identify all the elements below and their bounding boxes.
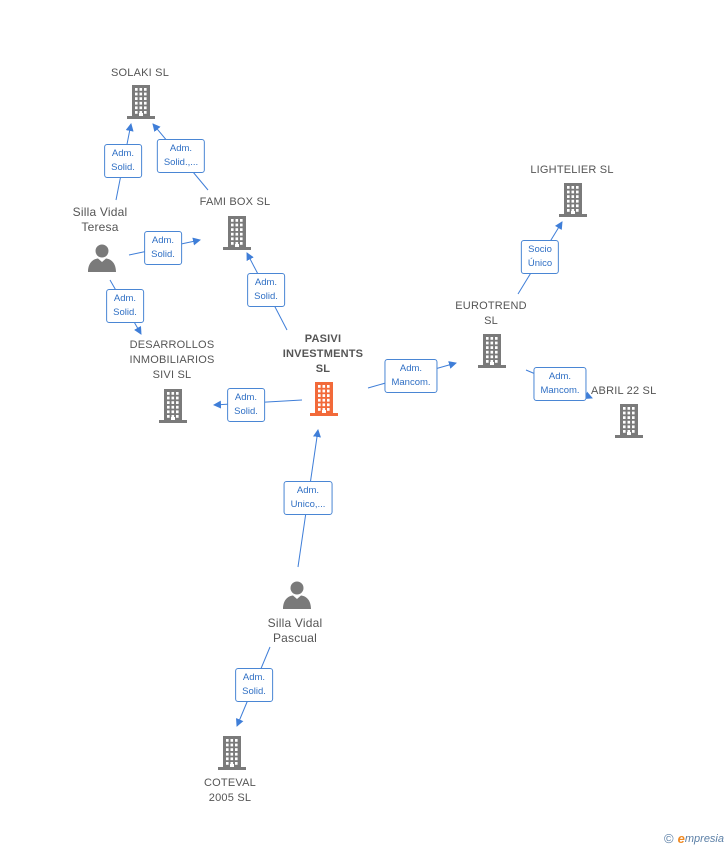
person-icon-svg — [283, 581, 311, 609]
person-icon-svg — [88, 244, 116, 272]
person-icon[interactable] — [87, 243, 117, 278]
company-building-icon-svg — [223, 216, 251, 250]
node-label-solaki: SOLAKI SL — [110, 67, 170, 79]
company-building-icon[interactable] — [158, 387, 188, 428]
node-label-eurotrend: EUROTREND SL — [455, 300, 527, 327]
company-building-icon-svg — [159, 389, 187, 423]
company-building-icon-svg — [478, 334, 506, 368]
company-building-icon-svg — [127, 85, 155, 119]
company-building-icon-svg — [218, 736, 246, 770]
main-company-building-icon-svg — [310, 382, 338, 416]
main-company-building-icon[interactable] — [309, 380, 339, 421]
node-label-teresa: Silla Vidal Teresa — [72, 205, 128, 234]
node-label-coteval: COTEVAL 2005 SL — [204, 777, 256, 804]
company-building-icon-svg — [559, 183, 587, 217]
edge-label-famibox-to-solaki[interactable]: Adm. Solid.,... — [156, 139, 206, 173]
brand-logo-initial: e — [677, 831, 685, 846]
company-building-icon[interactable] — [558, 181, 588, 222]
company-building-icon-svg — [615, 404, 643, 438]
edge-label-teresa-to-desarrollos[interactable]: Adm. Solid. — [106, 289, 144, 323]
company-building-icon[interactable] — [217, 734, 247, 775]
edge-label-pascual-to-pasivi[interactable]: Adm. Unico,... — [283, 481, 333, 515]
node-label-famibox: FAMI BOX SL — [199, 196, 271, 208]
edge-label-eurotrend-to-lightelier[interactable]: Socio Único — [520, 240, 560, 274]
edge-label-pasivi-to-eurotrend[interactable]: Adm. Mancom. — [384, 359, 438, 393]
edge-label-teresa-to-famibox[interactable]: Adm. Solid. — [144, 231, 182, 265]
node-label-abril: ABRIL 22 SL — [591, 385, 657, 397]
company-building-icon[interactable] — [126, 83, 156, 124]
person-icon[interactable] — [282, 580, 312, 615]
company-building-icon[interactable] — [614, 402, 644, 443]
edge-label-eurotrend-to-abril[interactable]: Adm. Mancom. — [533, 367, 587, 401]
company-building-icon[interactable] — [477, 332, 507, 373]
brand-logo-text: mpresia — [684, 832, 724, 845]
node-label-lightelier: LIGHTELIER SL — [530, 164, 614, 176]
edge-label-pascual-to-coteval[interactable]: Adm. Solid. — [235, 668, 273, 702]
edge-label-pasivi-to-famibox[interactable]: Adm. Solid. — [247, 273, 285, 307]
company-building-icon[interactable] — [222, 214, 252, 255]
node-label-pascual: Silla Vidal Pascual — [267, 616, 323, 645]
footer: © e mpresia — [664, 831, 724, 846]
edge-label-teresa-to-solaki[interactable]: Adm. Solid. — [104, 144, 142, 178]
node-label-pasivi: PASIVI INVESTMENTS SL — [282, 333, 364, 375]
copyright-icon: © — [664, 831, 674, 846]
edge-label-pasivi-to-desarrollos[interactable]: Adm. Solid. — [227, 388, 265, 422]
node-label-desarrollos: DESARROLLOS INMOBILIARIOS SIVI SL — [129, 339, 215, 381]
